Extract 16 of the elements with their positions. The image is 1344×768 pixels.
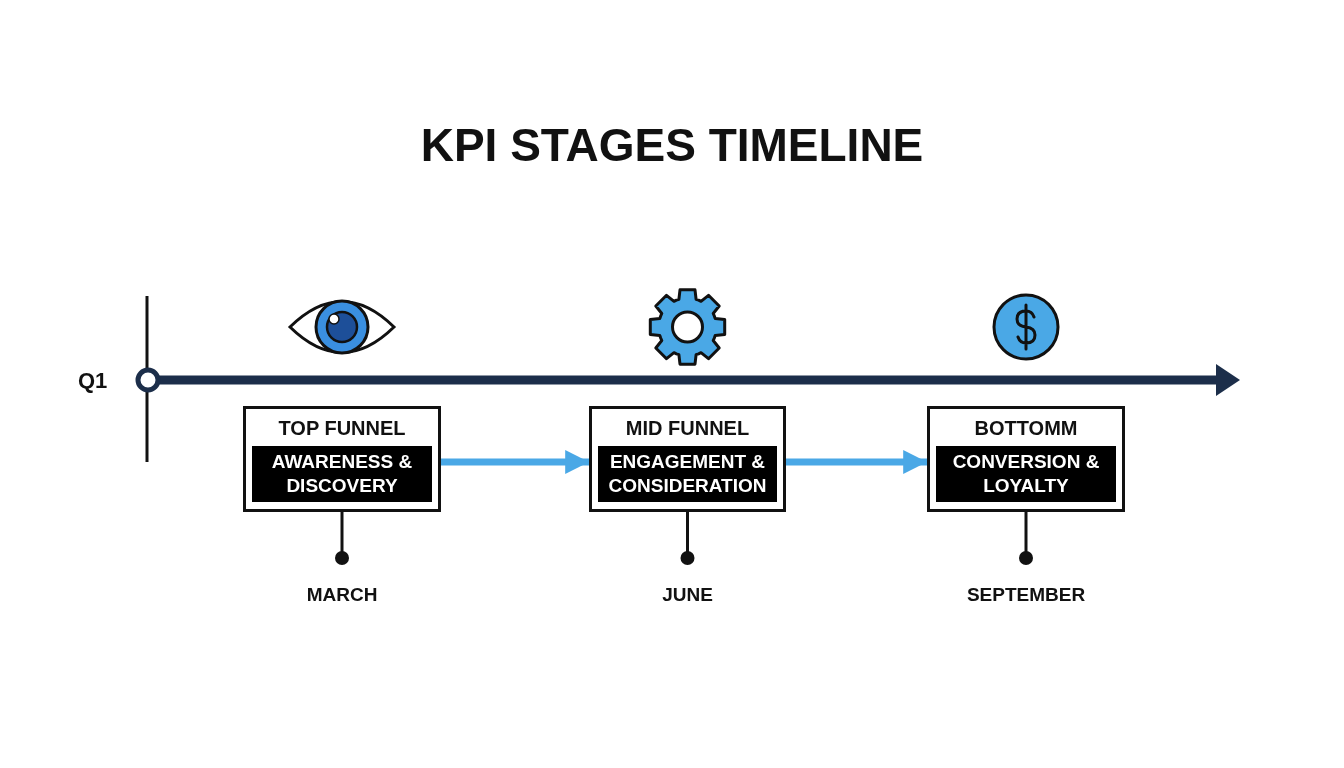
arrow xyxy=(441,450,589,474)
stage-heading: BOTTOMM xyxy=(974,417,1078,440)
stage-card xyxy=(589,406,786,512)
arrow xyxy=(786,450,927,474)
stage-band: ENGAGEMENT & CONSIDERATION xyxy=(598,446,777,502)
quarter-label: Q1 xyxy=(78,368,108,394)
month-label: SEPTEMBER xyxy=(965,584,1087,606)
stage-heading: MID FUNNEL xyxy=(625,417,750,440)
stage-card xyxy=(927,406,1125,512)
title: KPI STAGES TIMELINE xyxy=(419,118,925,172)
stage-band: AWARENESS & DISCOVERY xyxy=(252,446,432,502)
stage-band: CONVERSION & LOYALTY xyxy=(936,446,1116,502)
stage-card xyxy=(243,406,441,512)
month-label: JUNE xyxy=(661,584,714,606)
stage-heading: TOP FUNNEL xyxy=(278,417,406,440)
month-label: MARCH xyxy=(305,584,379,606)
